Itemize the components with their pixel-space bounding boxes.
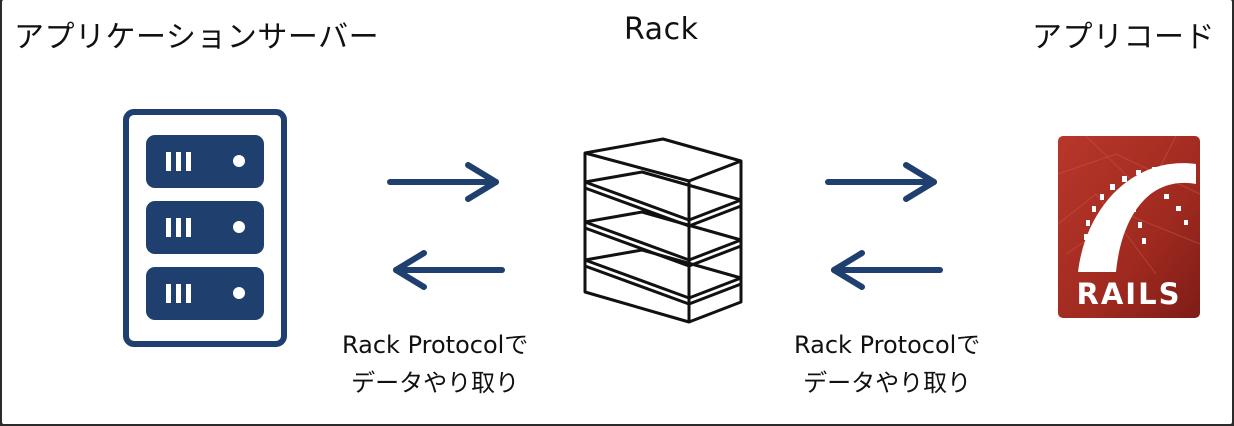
right-caption-line1: Rack Protocolで [794,331,981,359]
left-caption-line1: Rack Protocolで [342,331,529,359]
server-unit-bottom [146,267,264,320]
arrow-right-icon [825,162,937,202]
server-rack-icon [123,109,287,347]
arrow-right-icon [387,162,499,202]
rails-wordmark: RAILS [1077,277,1182,311]
rack-shelf-icon [583,137,743,324]
server-unit-middle [146,201,264,254]
arrow-left-icon [831,250,943,290]
left-caption-line2: データやり取り [351,369,520,397]
server-heading: アプリケーションサーバー [14,20,380,55]
rack-heading: Rack [624,12,699,47]
server-unit-top [146,135,264,188]
app-heading: アプリコード [1032,20,1215,55]
right-protocol-caption: Rack Protocolで データやり取り [794,326,980,402]
right-caption-line2: データやり取り [803,369,972,397]
left-protocol-caption: Rack Protocolで データやり取り [342,326,528,402]
arrow-left-icon [393,250,505,290]
rails-logo-icon: RAILS [1057,135,1201,318]
